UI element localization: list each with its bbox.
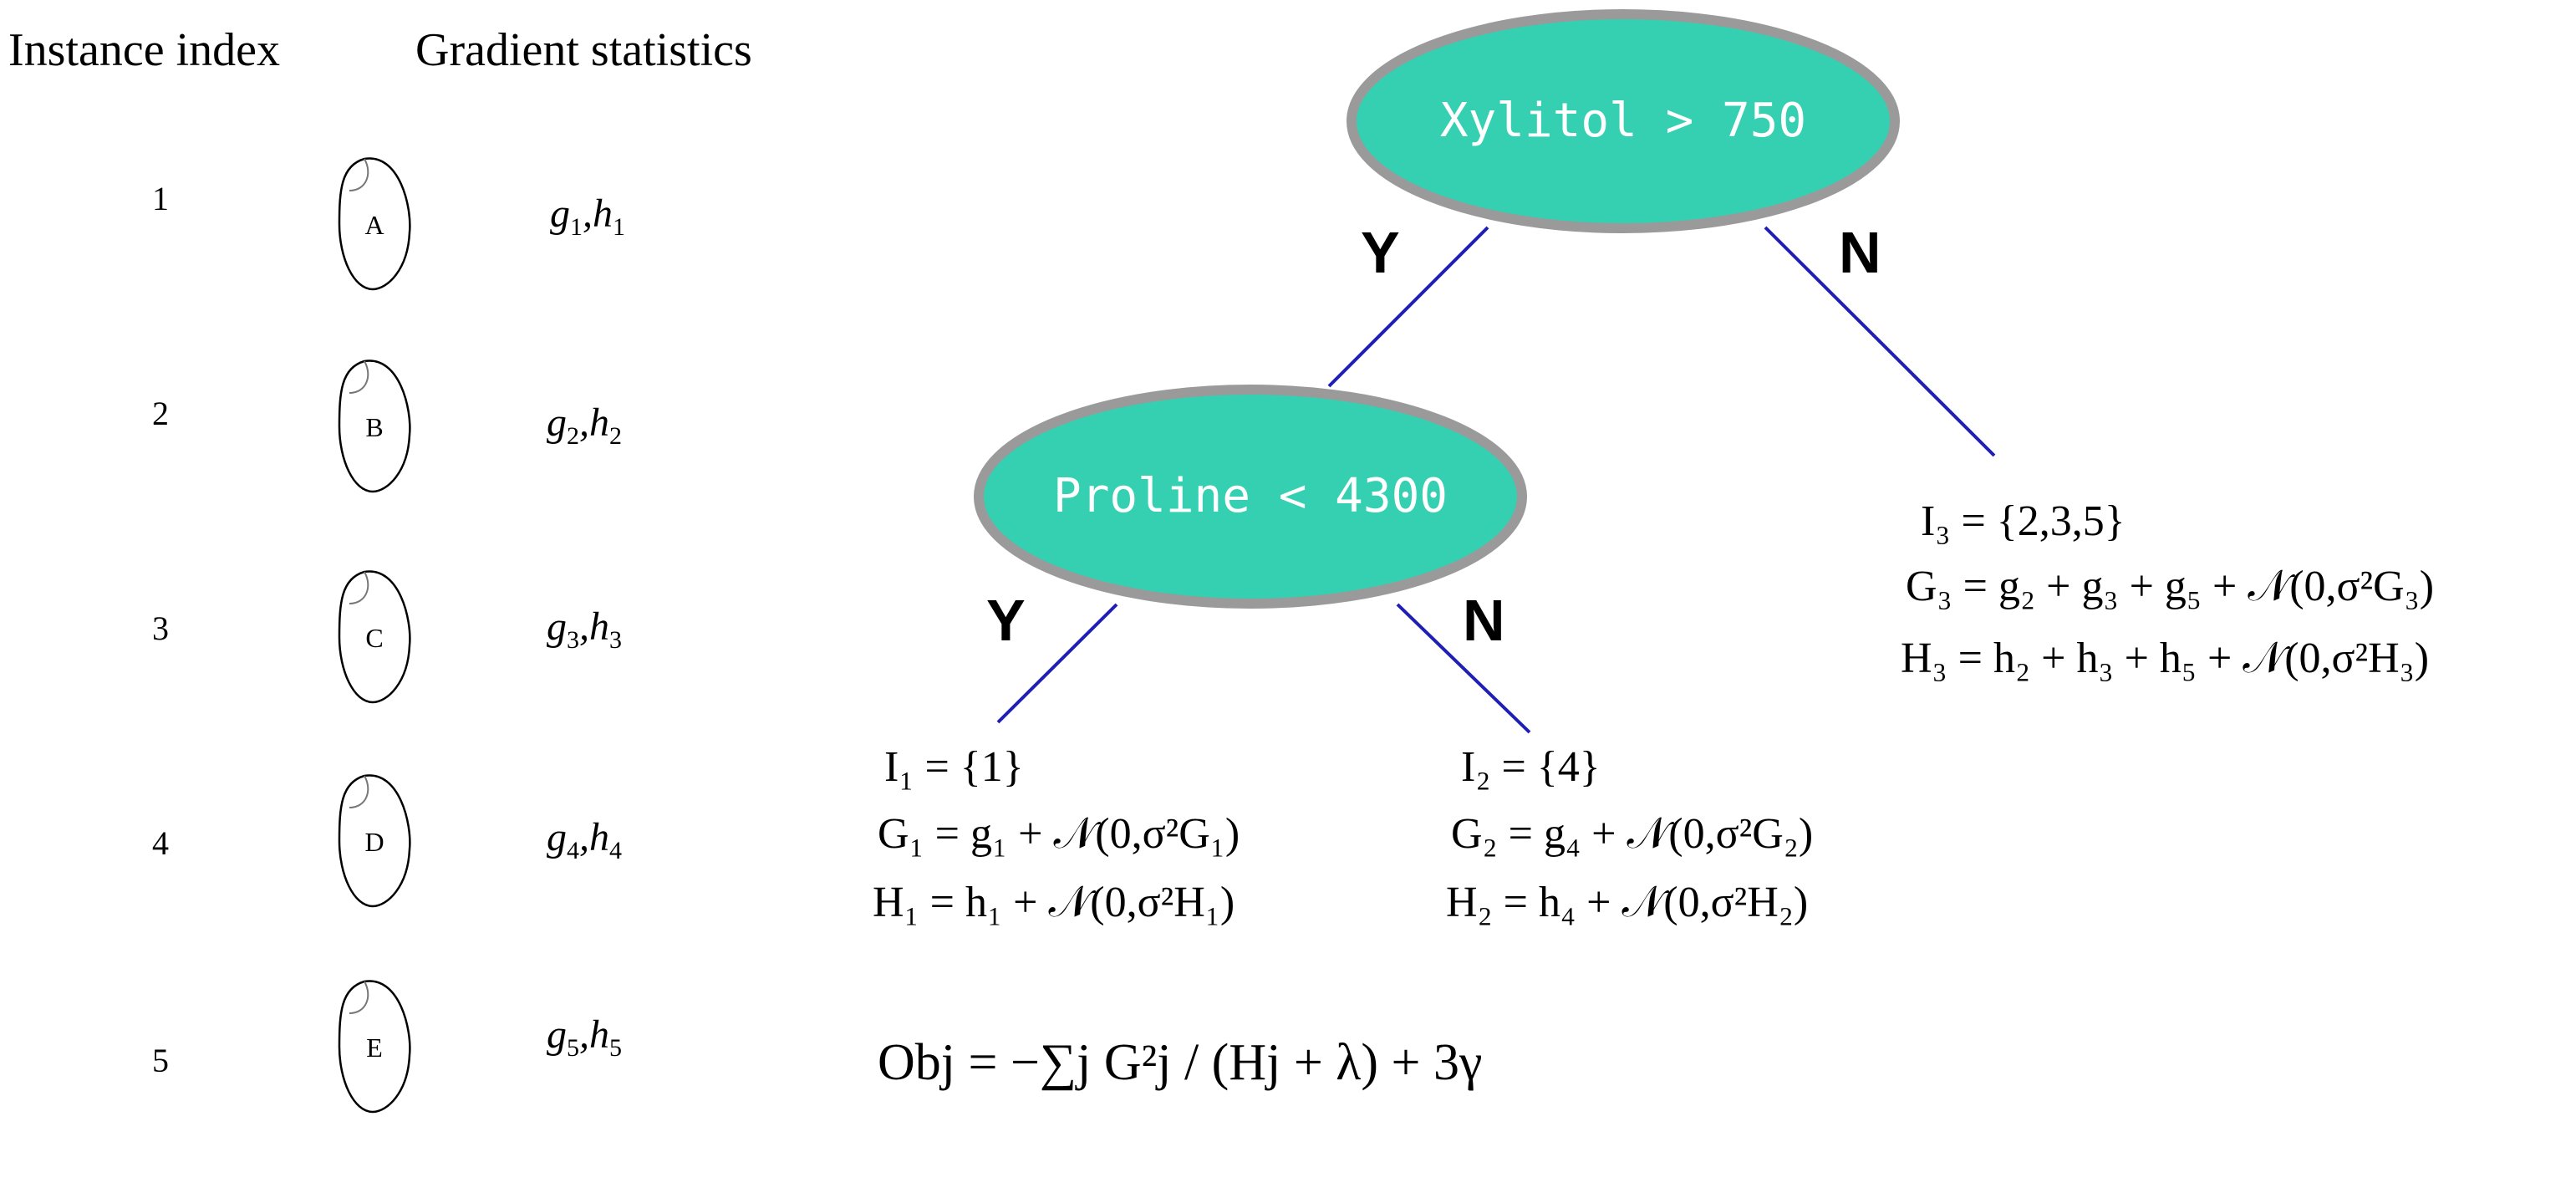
seed-icon-a: A bbox=[338, 157, 411, 291]
instance-index-1: 1 bbox=[152, 180, 169, 217]
leaf2-h: H₂ = h₄ + 𝒩(0,σ²H₂) bbox=[1446, 879, 1809, 926]
root-node: Xylitol > 750 bbox=[1347, 9, 1900, 233]
seed-icon-c: C bbox=[338, 570, 411, 704]
gradient-stat-5: g5,h5 bbox=[547, 1012, 622, 1062]
leaf2-g: G₂ = g₄ + 𝒩(0,σ²G₂) bbox=[1451, 810, 1814, 858]
objective-formula: Obj = −∑j G²j / (Hj + λ) + 3γ bbox=[878, 1034, 1483, 1091]
child-node: Proline < 4300 bbox=[974, 385, 1527, 609]
gradient-stat-3: g3,h3 bbox=[547, 604, 622, 654]
seed-icon-b: B bbox=[338, 359, 411, 493]
seed-letter-a: A bbox=[364, 210, 384, 240]
instance-index-3: 3 bbox=[152, 609, 169, 647]
header-instance-index: Instance index bbox=[8, 24, 280, 76]
seed-letter-e: E bbox=[366, 1032, 383, 1063]
gradient-stat-4: g4,h4 bbox=[547, 815, 622, 864]
instance-index-5: 5 bbox=[152, 1042, 169, 1079]
edge-root-no bbox=[1764, 226, 1996, 457]
leaf2-set: I₂ = {4} bbox=[1461, 743, 1601, 791]
instance-index-2: 2 bbox=[152, 395, 169, 432]
seed-icon-d: D bbox=[338, 774, 411, 908]
leaf3-g: G₃ = g₂ + g₃ + g₅ + 𝒩(0,σ²G₃) bbox=[1906, 563, 2435, 610]
edge-child-yes bbox=[996, 603, 1118, 724]
seed-letter-b: B bbox=[365, 412, 383, 442]
seed-icon-e: E bbox=[338, 980, 411, 1114]
leaf1-h: H₁ = h₁ + 𝒩(0,σ²H₁) bbox=[873, 879, 1235, 926]
gradient-stat-1: g1,h1 bbox=[550, 191, 625, 241]
root-node-label: Xylitol > 750 bbox=[1440, 94, 1806, 148]
instance-index-4: 4 bbox=[152, 824, 169, 862]
branch-label-child-no: N bbox=[1463, 588, 1505, 653]
leaf1-g: G₁ = g₁ + 𝒩(0,σ²G₁) bbox=[878, 810, 1240, 858]
leaf1-set: I₁ = {1} bbox=[884, 743, 1024, 791]
header-gradient-statistics: Gradient statistics bbox=[415, 24, 752, 76]
seed-letter-d: D bbox=[364, 827, 384, 857]
edge-child-no bbox=[1396, 603, 1531, 734]
child-node-label: Proline < 4300 bbox=[1053, 469, 1448, 523]
branch-label-root-no: N bbox=[1839, 220, 1881, 285]
branch-label-child-yes: Y bbox=[986, 588, 1026, 653]
edge-root-yes bbox=[1327, 226, 1489, 388]
seed-letter-c: C bbox=[365, 623, 383, 653]
gradient-stat-2: g2,h2 bbox=[547, 400, 622, 450]
branch-label-root-yes: Y bbox=[1361, 220, 1400, 285]
leaf3-h: H₃ = h₂ + h₃ + h₅ + 𝒩(0,σ²H₃) bbox=[1901, 635, 2430, 682]
leaf3-set: I₃ = {2,3,5} bbox=[1921, 497, 2125, 545]
